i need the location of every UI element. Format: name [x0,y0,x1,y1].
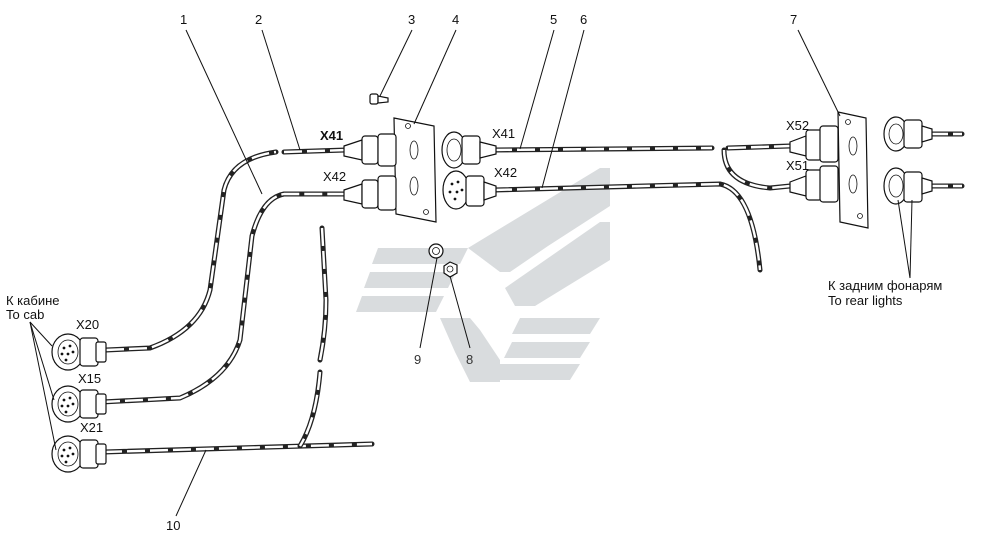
bracket-7 [837,111,869,229]
screw-3 [369,93,389,105]
bracket-4 [393,117,437,223]
connector-label-x20: X20 [76,317,99,332]
part-label-10: 10 [166,518,180,533]
connector-x42-right [442,170,497,210]
cab-label-ru: К кабине [6,293,60,308]
connector-rear-2 [883,167,933,205]
part-label-3: 3 [408,12,415,27]
cable-right-loop [721,147,793,191]
part-label-9: 9 [414,352,421,367]
part-label-8: 8 [466,352,473,367]
connector-x52 [789,125,839,163]
part-label-4: 4 [452,12,459,27]
connector-label-x41-left: X41 [320,128,343,143]
part-label-1: 1 [180,12,187,27]
connector-x41-left [343,133,397,167]
cables [99,131,965,455]
connector-label-x41-right: X41 [492,126,515,141]
connector-label-x15: X15 [78,371,101,386]
part-label-6: 6 [580,12,587,27]
connector-x42-left [343,175,397,211]
part-label-7: 7 [790,12,797,27]
connector-x41-right [441,131,497,169]
connector-x21 [51,435,107,473]
washer-9 [428,243,444,259]
connector-label-x52: X52 [786,118,809,133]
rear-lights-label-ru: К задним фонарям [828,278,942,293]
connector-rear-1 [883,116,933,152]
cab-label-en: To cab [6,307,44,322]
part-label-2: 2 [255,12,262,27]
connector-label-x42-right: X42 [494,165,517,180]
watermark-logo [356,168,610,382]
connector-x15 [51,385,107,423]
connector-label-x51: X51 [786,158,809,173]
cable-x15 [99,191,349,405]
connector-label-x42-left: X42 [323,169,346,184]
connector-x20 [51,333,107,371]
nut-8 [443,261,458,278]
rear-lights-label-en: To rear lights [828,293,903,308]
part-label-5: 5 [550,12,557,27]
leader-lines [29,29,913,517]
connector-x51 [789,165,839,203]
cable-vertical [317,225,329,363]
connector-label-x21: X21 [80,420,103,435]
